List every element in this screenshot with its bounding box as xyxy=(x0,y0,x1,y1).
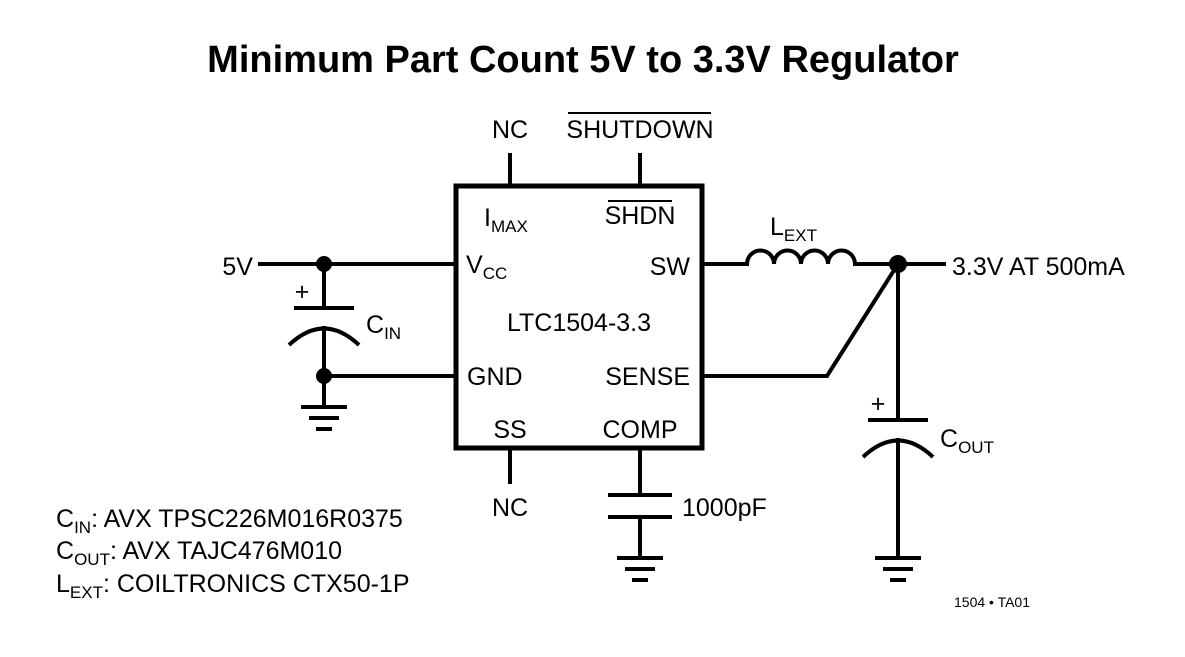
pin-sw-label: SW xyxy=(650,253,691,281)
nc-top-label: NC xyxy=(492,116,528,144)
cout-plus: + xyxy=(871,390,886,418)
nc-bottom-label: NC xyxy=(492,494,528,522)
figure-id: 1504 • TA01 xyxy=(954,594,1030,610)
note-lext: LEXT: COILTRONICS CTX50-1P xyxy=(56,570,410,602)
pin-sense-label: SENSE xyxy=(605,363,690,391)
pin-ss-label: SS xyxy=(493,416,526,444)
lext-label: LEXT xyxy=(770,213,817,245)
output-label: 3.3V AT 500mA xyxy=(952,253,1125,281)
cin-plus: + xyxy=(295,278,310,306)
cout-label: COUT xyxy=(940,425,994,457)
shutdown-label: SHUTDOWN xyxy=(566,116,713,144)
cin-label: CIN xyxy=(366,311,401,343)
note-cin: CIN: AVX TPSC226M016R0375 xyxy=(56,505,403,537)
pin-vcc-label: VCC xyxy=(466,251,507,283)
pin-comp-label: COMP xyxy=(603,416,678,444)
chip-name: LTC1504-3.3 xyxy=(507,309,651,337)
note-cout: COUT: AVX TAJC476M010 xyxy=(56,537,342,569)
pin-imax-label: IMAX xyxy=(484,204,528,236)
pin-shdn-label: SHDN xyxy=(605,202,676,230)
sense-wire xyxy=(700,261,901,378)
ic-body xyxy=(453,183,705,451)
inductor-coil xyxy=(744,248,858,267)
input-label: 5V xyxy=(222,253,253,281)
pin-gnd-label: GND xyxy=(467,363,523,391)
comp-cap-label: 1000pF xyxy=(682,494,767,522)
diagram-title: Minimum Part Count 5V to 3.3V Regulator xyxy=(207,39,959,81)
